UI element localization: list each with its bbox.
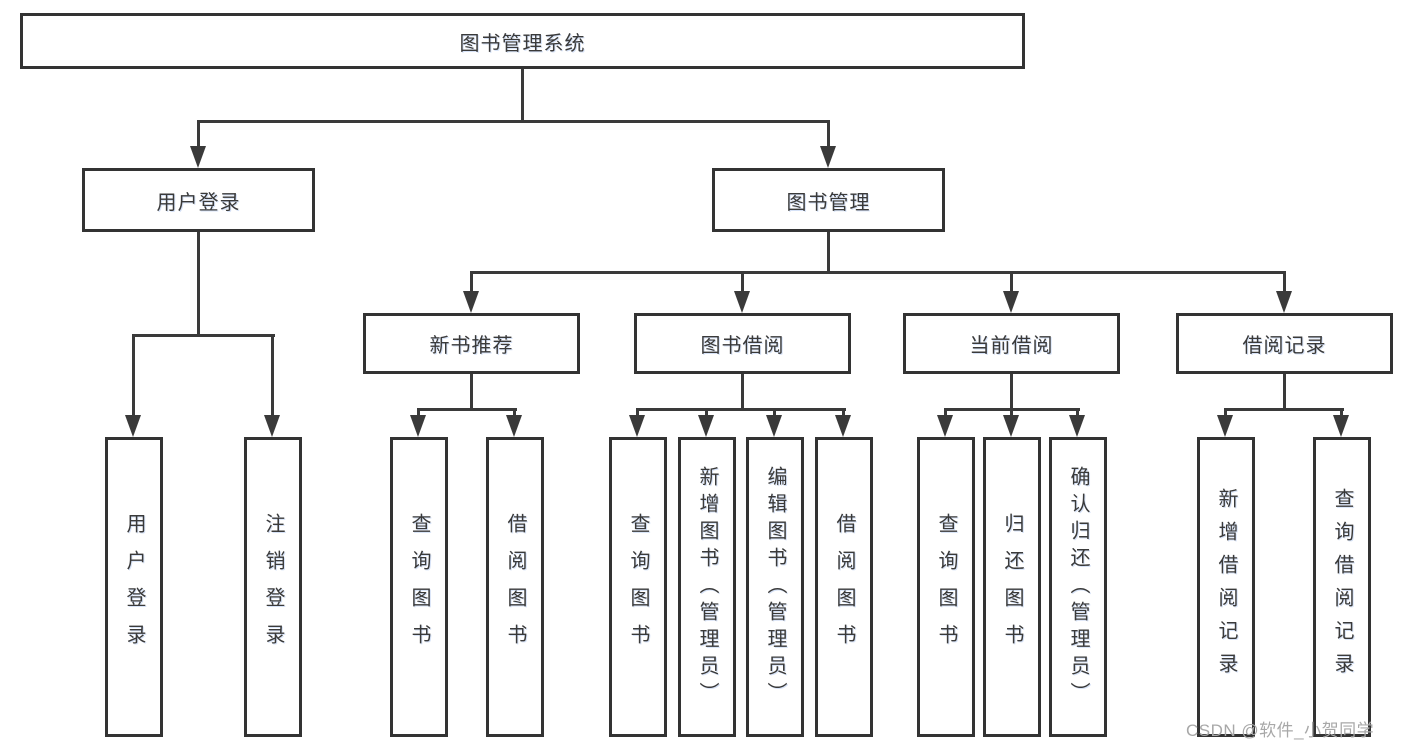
connector-line bbox=[1010, 374, 1013, 411]
connector-line bbox=[470, 271, 1286, 274]
down-arrow-icon bbox=[1217, 408, 1234, 437]
leaf-query-books-recommend: 查询图书 bbox=[390, 437, 448, 737]
node-label: 查询图书 bbox=[935, 513, 957, 661]
connector-line bbox=[197, 120, 830, 123]
down-arrow-icon bbox=[1069, 408, 1086, 437]
down-arrow-icon bbox=[835, 408, 852, 437]
node-library-system: 图书管理系统 bbox=[20, 13, 1025, 69]
node-label: 图书借阅 bbox=[700, 335, 785, 357]
node-user-login: 用户登录 bbox=[82, 168, 315, 232]
connector-line bbox=[827, 232, 830, 274]
down-arrow-icon bbox=[629, 408, 646, 437]
node-label: 用户登录 bbox=[156, 191, 241, 214]
leaf-query-books-borrow: 查询图书 bbox=[609, 437, 667, 737]
down-arrow-icon bbox=[190, 120, 207, 168]
down-arrow-icon bbox=[937, 408, 954, 437]
node-book-management: 图书管理 bbox=[712, 168, 945, 232]
node-label: 新书推荐 bbox=[429, 335, 514, 357]
down-arrow-icon bbox=[1003, 271, 1020, 313]
node-label: 新增图书（管理员） bbox=[696, 465, 718, 709]
watermark: CSDN @软件_小贺同学 bbox=[1186, 721, 1375, 740]
leaf-borrow-books: 借阅图书 bbox=[815, 437, 873, 737]
down-arrow-icon bbox=[1276, 271, 1293, 313]
node-label: 用户登录 bbox=[123, 513, 145, 661]
node-label: 确认归还（管理员） bbox=[1067, 465, 1089, 709]
node-label: 借阅记录 bbox=[1242, 335, 1327, 357]
down-arrow-icon bbox=[1333, 408, 1350, 437]
leaf-query-books-current: 查询图书 bbox=[917, 437, 975, 737]
node-current-borrow: 当前借阅 bbox=[903, 313, 1120, 374]
node-label: 查询图书 bbox=[408, 513, 430, 661]
down-arrow-icon bbox=[506, 408, 523, 437]
node-label: 归还图书 bbox=[1001, 513, 1023, 661]
node-label: 查询图书 bbox=[627, 513, 649, 661]
leaf-user-login: 用户登录 bbox=[105, 437, 163, 737]
node-label: 图书管理系统 bbox=[459, 32, 586, 55]
down-arrow-icon bbox=[698, 408, 715, 437]
leaf-logout: 注销登录 bbox=[244, 437, 302, 737]
node-book-borrow: 图书借阅 bbox=[634, 313, 851, 374]
leaf-borrow-books-recommend: 借阅图书 bbox=[486, 437, 544, 737]
connector-line bbox=[132, 334, 275, 337]
node-new-book-recommend: 新书推荐 bbox=[363, 313, 580, 374]
down-arrow-icon bbox=[766, 408, 783, 437]
node-label: 借阅图书 bbox=[504, 513, 526, 661]
node-label: 新增借阅记录 bbox=[1215, 488, 1237, 686]
connector-line bbox=[1224, 408, 1344, 411]
down-arrow-icon bbox=[125, 334, 142, 437]
down-arrow-icon bbox=[734, 271, 751, 313]
connector-line bbox=[521, 69, 524, 123]
leaf-query-borrow-record: 查询借阅记录 bbox=[1313, 437, 1371, 737]
node-label: 图书管理 bbox=[786, 191, 871, 214]
leaf-edit-book-admin: 编辑图书（管理员） bbox=[746, 437, 804, 737]
node-label: 查询借阅记录 bbox=[1331, 488, 1353, 686]
leaf-confirm-return-admin: 确认归还（管理员） bbox=[1049, 437, 1107, 737]
connector-line bbox=[741, 374, 744, 411]
down-arrow-icon bbox=[463, 271, 480, 313]
leaf-add-book-admin: 新增图书（管理员） bbox=[678, 437, 736, 737]
connector-line bbox=[417, 408, 517, 411]
down-arrow-icon bbox=[264, 334, 281, 437]
leaf-add-borrow-record: 新增借阅记录 bbox=[1197, 437, 1255, 737]
connector-line bbox=[636, 408, 846, 411]
node-label: 借阅图书 bbox=[833, 513, 855, 661]
leaf-return-book: 归还图书 bbox=[983, 437, 1041, 737]
connector-line bbox=[1283, 374, 1286, 411]
node-label: 编辑图书（管理员） bbox=[764, 465, 786, 709]
node-label: 当前借阅 bbox=[969, 335, 1054, 357]
connector-line bbox=[470, 374, 473, 411]
down-arrow-icon bbox=[1003, 408, 1020, 437]
connector-line bbox=[197, 232, 200, 337]
node-label: 注销登录 bbox=[262, 513, 284, 661]
node-borrow-records: 借阅记录 bbox=[1176, 313, 1393, 374]
down-arrow-icon bbox=[820, 120, 837, 168]
down-arrow-icon bbox=[410, 408, 427, 437]
